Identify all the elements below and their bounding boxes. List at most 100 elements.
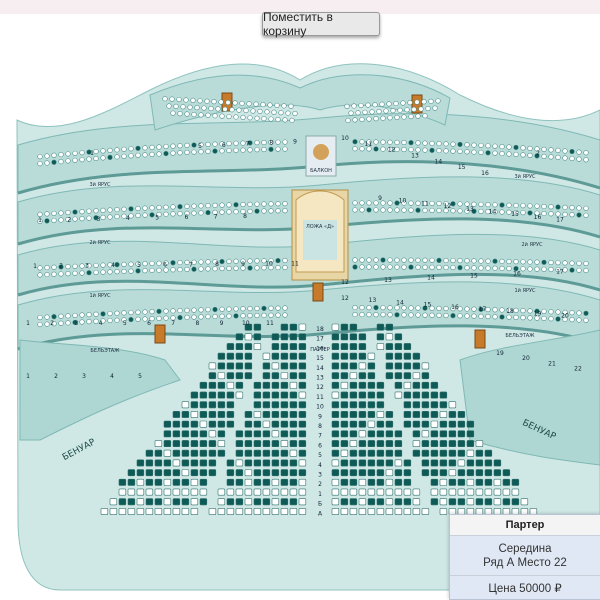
- tier-seat[interactable]: [457, 148, 463, 155]
- tier-seat[interactable]: [436, 257, 442, 263]
- parterre-seat[interactable]: [244, 430, 253, 438]
- parterre-seat[interactable]: [367, 401, 376, 409]
- tier-seat[interactable]: [390, 108, 396, 114]
- tier-seat[interactable]: [534, 266, 540, 272]
- tier-seat[interactable]: [79, 263, 85, 269]
- parterre-seat[interactable]: [412, 372, 421, 380]
- parterre-seat[interactable]: [376, 410, 385, 418]
- tier-seat[interactable]: [212, 209, 218, 215]
- parterre-seat[interactable]: [457, 469, 466, 477]
- parterre-seat[interactable]: [244, 333, 253, 341]
- parterre-seat[interactable]: [190, 469, 199, 477]
- parterre-seat[interactable]: [262, 478, 271, 486]
- tier-seat[interactable]: [170, 150, 176, 156]
- parterre-seat[interactable]: [298, 352, 307, 360]
- parterre-seat[interactable]: [430, 469, 439, 477]
- tier-seat[interactable]: [499, 150, 505, 157]
- tier-seat[interactable]: [79, 157, 85, 163]
- tier-seat[interactable]: [415, 264, 421, 270]
- tier-seat[interactable]: [254, 147, 260, 153]
- tier-seat[interactable]: [352, 311, 358, 318]
- tier-seat[interactable]: [548, 211, 554, 217]
- parterre-seat[interactable]: [475, 478, 484, 486]
- parterre-seat[interactable]: [280, 459, 289, 467]
- parterre-seat[interactable]: [448, 469, 457, 477]
- parterre-seat[interactable]: [421, 381, 430, 389]
- tier-seat[interactable]: [275, 201, 281, 207]
- tier-seat[interactable]: [352, 257, 358, 263]
- tier-seat[interactable]: [541, 266, 547, 272]
- parterre-seat[interactable]: [439, 410, 448, 418]
- parterre-seat[interactable]: [385, 372, 394, 380]
- tier-seat[interactable]: [268, 146, 274, 152]
- tier-seat[interactable]: [464, 149, 470, 155]
- parterre-seat[interactable]: [439, 488, 448, 496]
- tier-seat[interactable]: [86, 312, 92, 318]
- tier-seat[interactable]: [527, 210, 533, 216]
- parterre-seat[interactable]: [253, 498, 262, 506]
- tier-seat[interactable]: [541, 210, 547, 217]
- parterre-seat[interactable]: [262, 488, 271, 496]
- tier-seat[interactable]: [380, 305, 386, 311]
- tier-seat[interactable]: [135, 212, 141, 219]
- tier-seat[interactable]: [429, 257, 435, 263]
- parterre-seat[interactable]: [199, 469, 208, 477]
- tier-seat[interactable]: [422, 264, 428, 270]
- parterre-seat[interactable]: [358, 430, 367, 438]
- tier-seat[interactable]: [513, 151, 519, 158]
- tier-seat[interactable]: [366, 139, 372, 145]
- tier-seat[interactable]: [464, 313, 470, 319]
- tier-seat[interactable]: [485, 306, 491, 313]
- parterre-seat[interactable]: [340, 323, 349, 331]
- tier-seat[interactable]: [197, 98, 203, 104]
- parterre-seat[interactable]: [208, 440, 217, 447]
- tier-seat[interactable]: [163, 211, 169, 217]
- tier-seat[interactable]: [225, 99, 231, 106]
- parterre-seat[interactable]: [439, 391, 448, 399]
- parterre-seat[interactable]: [244, 469, 253, 477]
- parterre-seat[interactable]: [289, 507, 298, 515]
- parterre-seat[interactable]: [331, 430, 340, 438]
- parterre-seat[interactable]: [340, 362, 349, 370]
- tier-seat[interactable]: [219, 148, 225, 154]
- tier-seat[interactable]: [534, 153, 540, 159]
- parterre-seat[interactable]: [199, 459, 208, 467]
- parterre-seat[interactable]: [190, 478, 199, 486]
- tier-seat[interactable]: [471, 313, 477, 319]
- parterre-seat[interactable]: [118, 498, 127, 506]
- tier-seat[interactable]: [492, 258, 498, 264]
- parterre-seat[interactable]: [235, 449, 244, 457]
- tier-seat[interactable]: [114, 269, 120, 275]
- tier-seat[interactable]: [121, 310, 127, 316]
- parterre-seat[interactable]: [349, 352, 358, 360]
- tier-seat[interactable]: [100, 262, 106, 268]
- tier-seat[interactable]: [541, 153, 547, 159]
- parterre-seat[interactable]: [271, 410, 280, 418]
- parterre-seat[interactable]: [376, 507, 385, 515]
- parterre-seat[interactable]: [271, 449, 280, 457]
- parterre-seat[interactable]: [262, 381, 271, 389]
- parterre-seat[interactable]: [403, 352, 412, 360]
- parterre-seat[interactable]: [253, 410, 262, 418]
- tier-seat[interactable]: [254, 258, 260, 264]
- tier-seat[interactable]: [247, 147, 253, 153]
- parterre-seat[interactable]: [253, 420, 262, 428]
- parterre-seat[interactable]: [280, 478, 289, 486]
- parterre-seat[interactable]: [271, 420, 280, 428]
- parterre-seat[interactable]: [226, 401, 235, 409]
- parterre-seat[interactable]: [520, 498, 529, 506]
- tier-seat[interactable]: [51, 217, 57, 224]
- tier-seat[interactable]: [520, 308, 526, 314]
- parterre-seat[interactable]: [298, 343, 307, 350]
- parterre-seat[interactable]: [226, 478, 235, 486]
- parterre-seat[interactable]: [484, 488, 493, 496]
- tier-seat[interactable]: [198, 266, 204, 272]
- tier-seat[interactable]: [135, 309, 141, 315]
- tier-seat[interactable]: [576, 212, 582, 218]
- tier-seat[interactable]: [135, 145, 141, 151]
- parterre-seat[interactable]: [403, 469, 412, 477]
- parterre-seat[interactable]: [271, 440, 280, 447]
- tier-seat[interactable]: [499, 314, 505, 320]
- tier-seat[interactable]: [527, 145, 533, 151]
- parterre-seat[interactable]: [181, 410, 190, 418]
